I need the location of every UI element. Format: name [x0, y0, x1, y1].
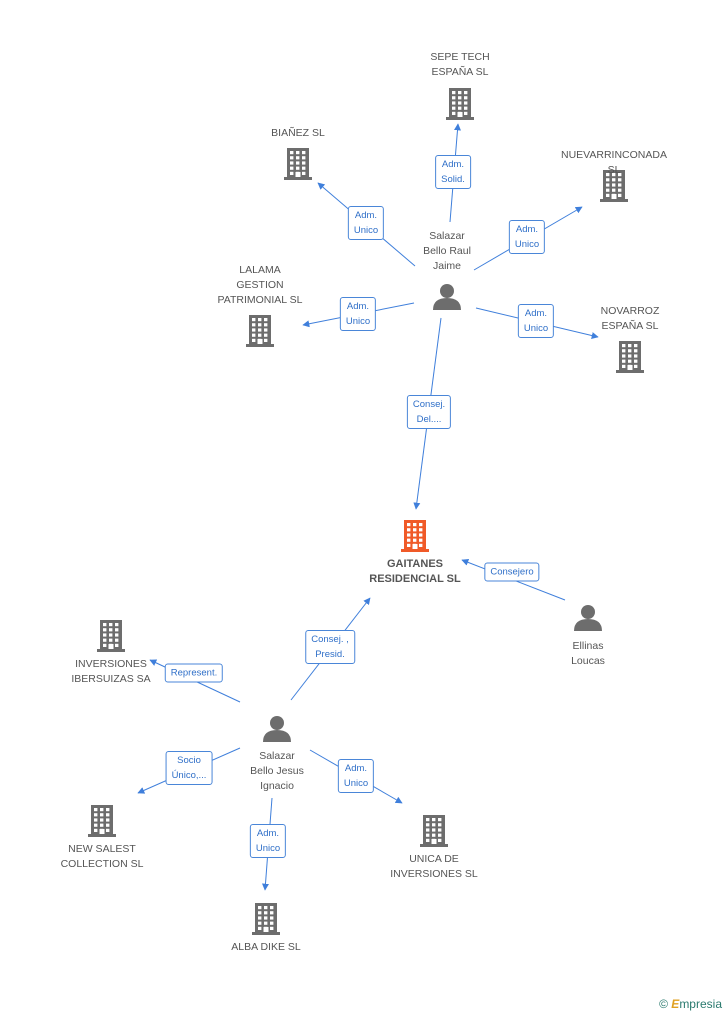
building-icon-unica[interactable]: [420, 815, 448, 847]
relation-label-raul-nuevar[interactable]: Adm. Unico: [508, 220, 546, 254]
relation-label-jesus-ibersuizas[interactable]: Represent.: [164, 663, 224, 683]
building-icon-lalama[interactable]: [246, 315, 274, 347]
node-label-jesus[interactable]: Salazar Bello Jesus Ignacio: [250, 750, 304, 792]
building-icon-ibersuizas[interactable]: [97, 620, 125, 652]
node-label-ibersuizas[interactable]: INVERSIONES IBERSUIZAS SA: [71, 658, 151, 685]
node-label-raul[interactable]: Salazar Bello Raul Jaime: [423, 230, 471, 272]
node-label-lalama[interactable]: LALAMA GESTION PATRIMONIAL SL: [217, 264, 303, 306]
node-label-sepe[interactable]: SEPE TECH ESPAÑA SL: [430, 51, 490, 78]
brand-name: mpresia: [679, 997, 722, 1011]
relation-label-jesus-albadike[interactable]: Adm. Unico: [249, 824, 287, 858]
copyright-symbol: ©: [659, 997, 668, 1011]
node-label-albadike[interactable]: ALBA DIKE SL: [231, 941, 301, 953]
building-icon-bianez[interactable]: [284, 148, 312, 180]
building-icon-gaitanes[interactable]: [401, 520, 429, 552]
person-icon-ellinas[interactable]: [574, 605, 602, 631]
relation-label-raul-gaitanes[interactable]: Consej. Del....: [406, 395, 452, 429]
relation-label-raul-bianez[interactable]: Adm. Unico: [347, 206, 385, 240]
relation-label-jesus-gaitanes[interactable]: Consej. , Presid.: [305, 630, 355, 664]
node-label-nuevar[interactable]: NUEVARRINCONADA SL: [561, 149, 667, 176]
node-label-unica[interactable]: UNICA DE INVERSIONES SL: [390, 853, 478, 880]
relation-label-jesus-newsalest[interactable]: Socio Único,...: [165, 751, 213, 785]
brand-initial: E: [671, 997, 680, 1011]
relation-label-raul-sepe[interactable]: Adm. Solid.: [435, 155, 471, 189]
building-icon-nuevar[interactable]: [600, 170, 628, 202]
node-label-ellinas[interactable]: Ellinas Loucas: [571, 640, 605, 667]
person-icon-raul[interactable]: [433, 284, 461, 310]
relation-label-raul-novarroz[interactable]: Adm. Unico: [517, 304, 555, 338]
node-label-newsalest[interactable]: NEW SALEST COLLECTION SL: [60, 843, 144, 870]
relation-label-jesus-unica[interactable]: Adm. Unico: [337, 759, 375, 793]
building-icon-albadike[interactable]: [252, 903, 280, 935]
building-icon-sepe[interactable]: [446, 88, 474, 120]
relation-label-raul-lalama[interactable]: Adm. Unico: [339, 297, 377, 331]
node-label-gaitanes[interactable]: GAITANES RESIDENCIAL SL: [369, 558, 461, 585]
node-label-novarroz[interactable]: NOVARROZ ESPAÑA SL: [600, 305, 660, 332]
relation-label-ellinas-gaitanes[interactable]: Consejero: [484, 562, 540, 582]
person-icon-jesus[interactable]: [263, 716, 291, 742]
building-icon-newsalest[interactable]: [88, 805, 116, 837]
node-label-bianez[interactable]: BIAÑEZ SL: [271, 127, 325, 139]
building-icon-novarroz[interactable]: [616, 341, 644, 373]
empresia-logo: © Empresia: [659, 997, 722, 1011]
